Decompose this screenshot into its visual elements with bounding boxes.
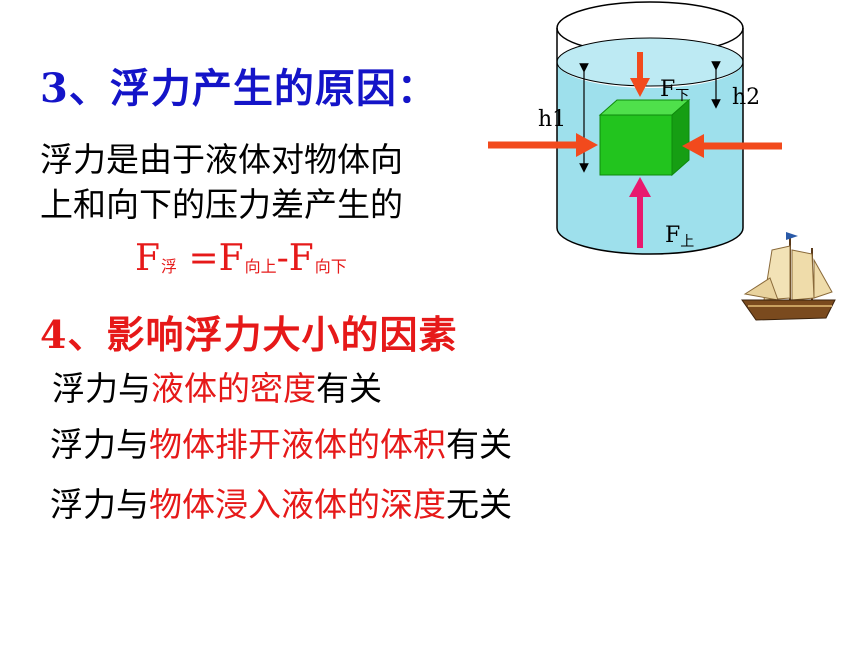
- force-up-head: [629, 177, 651, 197]
- fact-volume: 浮力与物体排开液体的体积有关: [50, 418, 512, 466]
- section3-line1: 浮力是由于液体对物体向: [40, 140, 403, 179]
- fact-key: 液体的密度: [151, 369, 316, 408]
- section3-line2: 上和向下的压力差产生的: [40, 185, 403, 224]
- force-down-head: [630, 78, 650, 97]
- fact-density: 浮力与液体的密度有关: [52, 362, 382, 410]
- formula-minus: -F: [276, 238, 314, 279]
- beaker-bottom: [556, 227, 744, 255]
- fact-key: 物体浸入液体的深度: [149, 485, 446, 524]
- fact-pre: 浮力与: [50, 485, 149, 524]
- fact-pre: 浮力与: [50, 425, 149, 464]
- fact-post: 有关: [316, 369, 382, 408]
- sailboat-image: [741, 232, 836, 321]
- fact-pre: 浮力与: [52, 369, 151, 408]
- force-right-head: [682, 134, 704, 158]
- force-left-head: [576, 133, 598, 157]
- cube-front: [599, 114, 673, 176]
- label-h2: h2: [732, 85, 760, 110]
- fact-depth: 浮力与物体浸入液体的深度无关: [50, 478, 512, 526]
- label-f-up: F上: [665, 223, 694, 250]
- water-surface: [556, 37, 744, 87]
- formula-sub-down: 向下: [314, 257, 347, 276]
- formula-f: F: [135, 238, 160, 279]
- formula-eq: =F: [188, 238, 244, 279]
- label-h1: h1: [538, 107, 566, 132]
- label-f-down: F下: [660, 77, 689, 104]
- section4-title: 4、影响浮力大小的因素: [40, 312, 458, 357]
- fact-key: 物体排开液体的体积: [149, 425, 446, 464]
- buoyancy-formula: F浮 =F向上-F向下: [135, 238, 347, 279]
- formula-sub-up: 向上: [244, 257, 277, 276]
- formula-sub-fu: 浮: [160, 257, 177, 276]
- section3-title: 3、浮力产生的原因：: [40, 65, 438, 112]
- fact-post: 无关: [446, 485, 512, 524]
- fact-post: 有关: [446, 425, 512, 464]
